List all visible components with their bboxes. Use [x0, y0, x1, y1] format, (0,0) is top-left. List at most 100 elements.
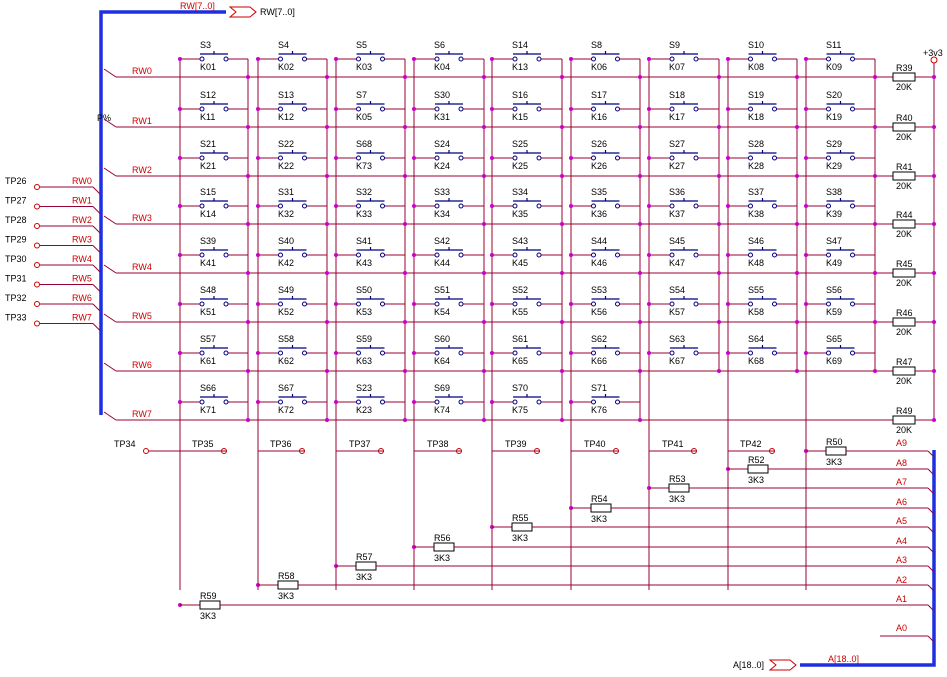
pullup-resistor[interactable]	[892, 415, 916, 425]
pullup-resistor[interactable]	[892, 122, 916, 132]
test-point-tp42[interactable]: TP42	[728, 439, 775, 454]
test-point-tp36[interactable]: TP36	[258, 439, 305, 454]
pullup-resistor[interactable]	[892, 171, 916, 181]
a-bus-port[interactable]	[768, 659, 797, 671]
test-point-tp35[interactable]: TP35	[180, 439, 227, 454]
pullup-resistor[interactable]	[892, 219, 916, 229]
rw-bus-port[interactable]	[228, 6, 257, 18]
power-rail-terminal[interactable]	[930, 56, 938, 64]
pullup-resistor[interactable]	[892, 72, 916, 82]
test-point-tp34[interactable]: TP34	[114, 439, 180, 454]
test-point-tp37[interactable]: TP37	[336, 439, 384, 454]
test-point-tp41[interactable]: TP41	[649, 439, 697, 454]
test-point-tp38[interactable]: TP38	[414, 439, 462, 454]
pullup-resistor[interactable]	[892, 268, 916, 278]
test-point-tp39[interactable]: TP39	[492, 439, 540, 454]
pullup-resistor[interactable]	[892, 366, 916, 376]
